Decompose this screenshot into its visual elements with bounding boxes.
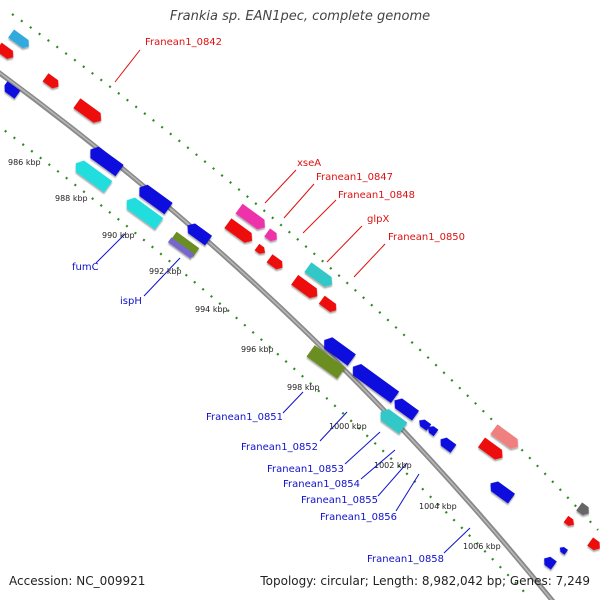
gene-arrow <box>8 29 29 49</box>
gene-arrow <box>224 218 253 243</box>
gene-arrow <box>563 515 575 526</box>
ruler-label: 992 kbp <box>149 267 182 276</box>
gene-arrow <box>304 262 333 287</box>
reverse-callouts: fumC ispH Franean1_0851 Franean1_0852 Fr… <box>72 233 471 565</box>
ruler-label: 990 kbp <box>102 231 135 240</box>
gene-label-glpx: glpX <box>367 214 389 225</box>
gene-arrow <box>477 437 503 460</box>
gene-arrow <box>380 409 408 434</box>
gene-arrow <box>576 502 589 516</box>
forward-callouts: Franean1_0842 xseA Franean1_0847 Franean… <box>114 37 465 278</box>
gene-arrow <box>440 437 457 453</box>
gene-arrow <box>90 146 124 177</box>
gene-arrow <box>266 254 283 270</box>
gene-arrow <box>324 337 356 366</box>
gene-label-franean1-0858: Franean1_0858 <box>367 554 444 565</box>
ruler-label: 1006 kbp <box>463 542 501 551</box>
gene-arrow <box>559 546 568 555</box>
accession-text: Accession: NC_009921 <box>9 574 146 588</box>
gene-arrow <box>0 42 14 59</box>
gene-label-xsea: xseA <box>297 158 321 169</box>
gene-arrow <box>254 243 266 254</box>
gene-arrow <box>544 556 557 570</box>
ruler-label: 1002 kbp <box>374 461 412 470</box>
gene-arrow <box>291 274 318 299</box>
ruler-label: 1004 kbp <box>419 502 457 511</box>
gene-label-franean1-0850: Franean1_0850 <box>388 232 465 243</box>
gene-arrow <box>490 424 519 449</box>
gene-arrow <box>235 203 265 230</box>
genome-summary-text: Topology: circular; Length: 8,982,042 bp… <box>260 574 590 588</box>
gene-label-isph: ispH <box>120 296 142 307</box>
gene-arrow <box>427 426 439 437</box>
gene-arrow <box>167 237 195 259</box>
gene-arrow <box>139 184 173 215</box>
reverse-genes <box>4 81 568 570</box>
gene-arrow <box>170 231 200 257</box>
gene-arrow <box>126 197 164 230</box>
outer-tick-track <box>11 13 599 531</box>
gene-arrow <box>318 295 337 312</box>
ruler-label: 1000 kbp <box>329 422 367 431</box>
gene-label-fumc: fumC <box>72 262 99 273</box>
gene-label-franean1-0852: Franean1_0852 <box>241 442 318 453</box>
gene-arrow <box>42 73 59 89</box>
gene-arrow <box>394 398 420 421</box>
gene-arrow <box>187 223 213 246</box>
gene-arrow <box>306 345 346 379</box>
gene-arrow <box>4 81 21 99</box>
gene-label-franean1-0854: Franean1_0854 <box>283 479 360 490</box>
ruler-labels: 986 kbp 988 kbp 990 kbp 992 kbp 994 kbp … <box>8 158 501 551</box>
genome-backbone <box>0 70 556 600</box>
gene-label-franean1-0853: Franean1_0853 <box>267 464 344 475</box>
gene-arrow <box>264 228 277 242</box>
gene-label-franean1-0855: Franean1_0855 <box>301 495 378 506</box>
forward-genes <box>0 29 600 551</box>
gene-arrow <box>73 98 102 123</box>
gene-arrow <box>587 537 600 551</box>
ruler-label: 996 kbp <box>241 345 274 354</box>
gene-arrow <box>75 160 113 193</box>
ruler-label: 998 kbp <box>287 383 320 392</box>
ruler-label: 988 kbp <box>55 194 88 203</box>
gene-label-franean1-0848: Franean1_0848 <box>338 190 415 201</box>
ruler-label: 994 kbp <box>195 305 228 314</box>
gene-arrow <box>352 363 400 403</box>
gene-label-franean1-0851: Franean1_0851 <box>206 412 283 423</box>
ruler-label: 986 kbp <box>8 158 41 167</box>
gene-label-franean1-0856: Franean1_0856 <box>320 512 397 523</box>
gene-label-franean1-0842: Franean1_0842 <box>145 37 222 48</box>
gene-label-franean1-0847: Franean1_0847 <box>316 172 393 183</box>
map-title: Frankia sp. EAN1pec, complete genome <box>169 9 431 24</box>
gene-arrow <box>490 481 516 504</box>
